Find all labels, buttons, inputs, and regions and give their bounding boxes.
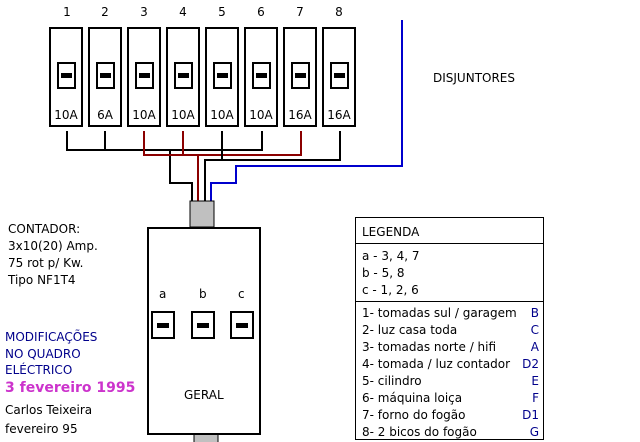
meter-phase-a: a xyxy=(159,287,167,301)
breaker-number-6: 6 xyxy=(257,5,265,19)
meter-switch-a xyxy=(151,311,175,339)
breaker-number-8: 8 xyxy=(335,5,343,19)
wire-breaker-8 xyxy=(222,131,341,161)
breaker-rating: 16A xyxy=(288,108,312,122)
meter-switch-b xyxy=(191,311,215,339)
breaker-4: 10A xyxy=(166,27,200,127)
wire-breaker-1 xyxy=(66,131,193,201)
legend-item-4: 4- tomada / luz contador xyxy=(362,357,511,371)
breaker-rating: 6A xyxy=(97,108,113,122)
mod-line2: NO QUADRO xyxy=(5,347,81,361)
disjuntores-label: DISJUNTORES xyxy=(433,71,516,85)
legend-divider-top xyxy=(356,243,543,244)
breaker-switch xyxy=(174,62,193,89)
legend-phase-c: c - 1, 2, 6 xyxy=(362,283,419,297)
breaker-number-5: 5 xyxy=(218,5,226,19)
breaker-3: 10A xyxy=(127,27,161,127)
breaker-rating: 10A xyxy=(132,108,156,122)
original-date: fevereiro 95 xyxy=(5,422,78,436)
meter-label: GERAL xyxy=(184,388,224,402)
contador-line1: 3x10(20) Amp. xyxy=(8,239,98,253)
breaker-switch xyxy=(291,62,310,89)
cable-gland-top xyxy=(189,200,215,228)
legend-code-4: D2 xyxy=(522,357,539,371)
legend-code-8: G xyxy=(529,425,539,439)
contador-line2: 75 rot p/ Kw. xyxy=(8,256,84,270)
breaker-switch xyxy=(213,62,232,89)
legend-phase-b: b - 5, 8 xyxy=(362,266,405,280)
legend-code-7: D1 xyxy=(522,408,539,422)
legend-code-3: A xyxy=(530,340,539,354)
legend-divider-mid xyxy=(356,301,543,302)
author-name: Carlos Teixeira xyxy=(5,403,93,417)
breaker-7: 16A xyxy=(283,27,317,127)
wire-breaker-6 xyxy=(170,131,263,151)
legend-code-2: C xyxy=(530,323,539,337)
legend-box: LEGENDA a - 3, 4, 7 b - 5, 8 c - 1, 2, 6… xyxy=(355,217,544,440)
breaker-rating: 16A xyxy=(327,108,351,122)
wire-breaker-5 xyxy=(204,131,223,201)
meter-switch-c xyxy=(230,311,254,339)
meter-box xyxy=(147,227,261,435)
legend-code-6: F xyxy=(532,391,539,405)
breaker-6: 10A xyxy=(244,27,278,127)
breaker-8: 16A xyxy=(322,27,356,127)
contador-line3: Tipo NF1T4 xyxy=(8,273,76,287)
mod-line1: MODIFICAÇÕES xyxy=(5,330,98,344)
wire-breaker-3 xyxy=(143,131,199,201)
breaker-rating: 10A xyxy=(171,108,195,122)
breaker-number-1: 1 xyxy=(63,5,71,19)
breaker-number-3: 3 xyxy=(140,5,148,19)
legend-code-5: E xyxy=(531,374,539,388)
mod-date: 3 fevereiro 1995 xyxy=(5,380,136,396)
breaker-switch xyxy=(330,62,349,89)
legend-item-8: 8- 2 bicos do fogão xyxy=(362,425,477,439)
legend-code-1: B xyxy=(530,306,539,320)
legend-title: LEGENDA xyxy=(362,225,420,239)
wire-breaker-7 xyxy=(198,131,302,156)
wire-neutral xyxy=(210,20,403,201)
breaker-switch xyxy=(57,62,76,89)
mod-line3: ELÉCTRICO xyxy=(5,363,73,377)
legend-item-6: 6- máquina loiça xyxy=(362,391,463,405)
legend-item-7: 7- forno do fogão xyxy=(362,408,466,422)
legend-item-3: 3- tomadas norte / hifi xyxy=(362,340,497,354)
breaker-rating: 10A xyxy=(54,108,78,122)
breaker-5: 10A xyxy=(205,27,239,127)
breaker-switch xyxy=(252,62,271,89)
breaker-switch xyxy=(135,62,154,89)
contador-title: CONTADOR: xyxy=(8,222,81,236)
breaker-number-7: 7 xyxy=(296,5,304,19)
breaker-rating: 10A xyxy=(249,108,273,122)
breaker-number-2: 2 xyxy=(101,5,109,19)
breaker-2: 6A xyxy=(88,27,122,127)
legend-item-1: 1- tomadas sul / garagem xyxy=(362,306,517,320)
breaker-rating: 10A xyxy=(210,108,234,122)
meter-phase-b: b xyxy=(199,287,207,301)
legend-phase-a: a - 3, 4, 7 xyxy=(362,249,420,263)
breaker-switch xyxy=(96,62,115,89)
legend-item-2: 2- luz casa toda xyxy=(362,323,458,337)
breaker-number-4: 4 xyxy=(179,5,187,19)
legend-item-5: 5- cilindro xyxy=(362,374,422,388)
breaker-1: 10A xyxy=(49,27,83,127)
meter-phase-c: c xyxy=(238,287,245,301)
